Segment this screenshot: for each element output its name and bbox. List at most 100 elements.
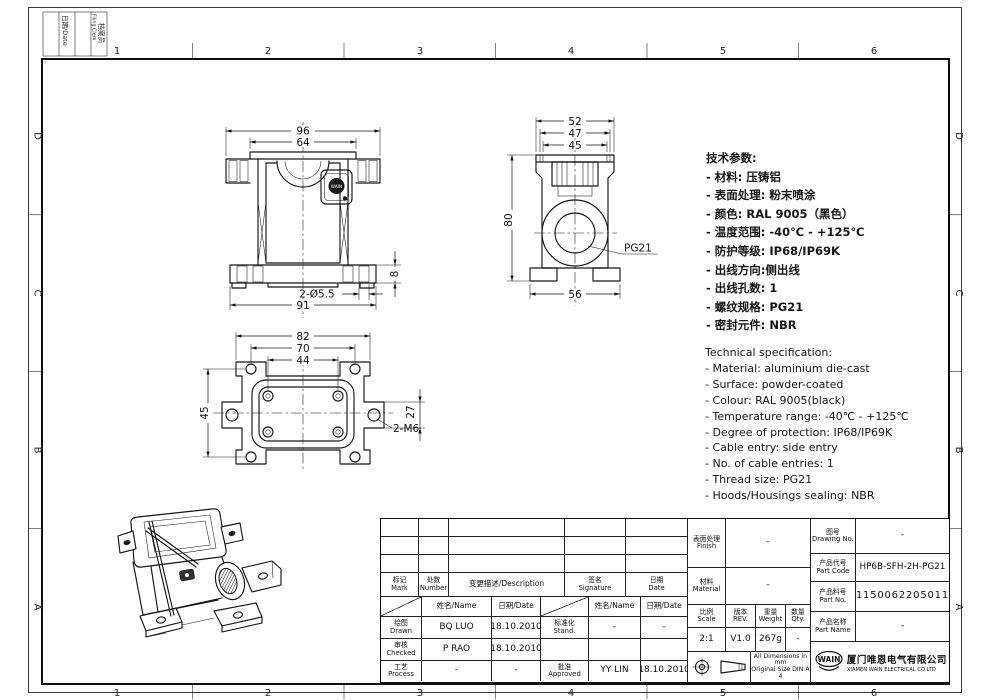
sheet-outer-border — [28, 7, 962, 693]
dim-82: 82 — [296, 331, 309, 343]
dim-45-bottom: 45 — [199, 406, 211, 419]
description-header: 变更描述/Description — [449, 573, 565, 597]
part-name-label: 产品名称 Part Name — [810, 612, 856, 642]
diagonal-cell — [381, 597, 422, 617]
dim-47: 47 — [568, 128, 581, 140]
dim-96: 96 — [296, 126, 310, 138]
company-name-en: XIAMEN WAIN ELECTRICAL CO.LTD — [846, 666, 936, 673]
qty-label: 数量 Qty. — [786, 605, 810, 628]
drawn-date: 18.10.2010 — [492, 617, 541, 639]
thread-label-pg21: PG21 — [624, 243, 652, 255]
dim-70: 70 — [296, 343, 309, 355]
dim-80: 80 — [503, 213, 515, 226]
tech-spec-en-title: Technical specification: — [705, 346, 833, 359]
corner-clerk-en: Filing Clerk — [91, 14, 97, 41]
dimensions-note: All Dimensions in mm Original Size DIN A… — [751, 652, 810, 680]
name-subheader-2: 姓名/Name — [589, 597, 641, 617]
svg-text:2: 2 — [265, 46, 271, 57]
empty-cell — [589, 639, 641, 661]
empty-cell — [541, 639, 589, 661]
date-subheader-2: 日期/Date — [641, 597, 687, 617]
rev-value: V1.0 — [726, 628, 756, 652]
part-no-label: 产品料号 Part No. — [810, 582, 856, 612]
svg-text:1: 1 — [114, 688, 120, 699]
corner-filing-table: 日期/Date 档案员 Filing Clerk — [42, 11, 108, 57]
process-label: 工艺 Process — [381, 661, 422, 681]
dim-8: 8 — [389, 271, 401, 278]
svg-text:B: B — [953, 447, 964, 454]
revision-and-people-table: 标记 Mark 处数 Number 变更描述/Description 签名 Si… — [381, 519, 688, 682]
svg-text:D: D — [32, 132, 43, 140]
svg-text:A: A — [953, 604, 964, 611]
svg-text:C: C — [953, 290, 964, 297]
diagonal-cell — [541, 597, 589, 617]
title-block: 标记 Mark 处数 Number 变更描述/Description 签名 Si… — [380, 518, 950, 683]
projection-symbols — [692, 657, 746, 677]
part-no-value: 1150062205011 — [855, 582, 949, 612]
material-value: - — [726, 568, 810, 605]
checked-label: 审核 Checked — [381, 639, 422, 661]
mark-header: 标记 Mark — [381, 573, 419, 597]
process-name: - — [422, 661, 492, 681]
dim-holes: 2-Ø5.5 — [299, 289, 334, 301]
side-view: 52 47 45 PG21 80 56 — [503, 115, 658, 306]
corner-date-label: 日期/Date — [61, 15, 69, 46]
approved-name: YY LIN — [589, 661, 641, 681]
dim-45-side: 45 — [568, 140, 581, 152]
standardization-label: 标准化 Stand. — [541, 617, 589, 639]
finish-label: 表面处理 Finish — [688, 519, 726, 568]
revision-table: 标记 Mark 处数 Number 变更描述/Description 签名 Si… — [381, 519, 687, 597]
drawing-frame — [41, 58, 950, 685]
isometric-view — [117, 508, 282, 638]
checked-name: P RAO — [422, 639, 492, 661]
svg-text:A: A — [32, 604, 43, 611]
date-header: 日期 Date — [626, 573, 687, 597]
tech-params-cn-title: 技术参数: — [706, 151, 757, 165]
wain-logo: WAIN — [815, 650, 843, 671]
part-code-value: HP6B-SFH-2H-PG21 — [855, 554, 949, 582]
svg-text:2: 2 — [265, 688, 271, 699]
checked-date: 18.10.2010 — [492, 639, 541, 661]
dim-64: 64 — [296, 137, 310, 149]
part-name-value: - — [855, 612, 949, 642]
scale-value: 2:1 — [688, 628, 726, 652]
company-name-cn: 厦门唯恩电气有限公司 — [846, 654, 947, 666]
svg-text:D: D — [953, 132, 964, 140]
thread-label-m6: 2-M6 — [393, 423, 420, 435]
svg-text:C: C — [32, 290, 43, 297]
weight-label: 重量 Weight — [756, 605, 786, 628]
svg-text:6: 6 — [871, 46, 877, 57]
svg-text:5: 5 — [720, 688, 726, 699]
approved-date: 18.10.2010 — [641, 665, 687, 676]
dim-91: 91 — [296, 300, 309, 312]
front-view: 96 64 WAIN — [225, 122, 401, 318]
svg-text:WAIN: WAIN — [817, 655, 840, 664]
drawing-no-label: 图号 Drawing No. — [810, 519, 856, 554]
people-table: 姓名/Name 日期/Date 姓名/Name 日期/Date 绘图 Drawn… — [381, 597, 687, 682]
dim-44: 44 — [296, 355, 310, 367]
tech-params-cn: 技术参数: - 材料: 压铸铝 - 表面处理: 粉末喷涂 - 颜色: RAL 9… — [706, 149, 958, 335]
svg-text:WAIN: WAIN — [331, 184, 342, 189]
drawn-name: BQ LUO — [422, 617, 492, 639]
qty-value: - — [786, 628, 810, 652]
weight-value: 267g — [756, 628, 786, 652]
svg-text:1: 1 — [114, 46, 120, 57]
company-block: WAIN 厦门唯恩电气有限公司 XIAMEN WAIN ELECTRICAL C… — [811, 642, 949, 682]
standardization-name: - — [589, 617, 641, 639]
name-subheader: 姓名/Name — [422, 597, 492, 617]
dim-56: 56 — [568, 289, 582, 301]
empty-cell — [641, 639, 687, 661]
date-subheader: 日期/Date — [492, 597, 541, 617]
svg-text:B: B — [32, 447, 43, 454]
projection-symbols-cell — [688, 652, 751, 682]
part-info-table: 图号 Drawing No. - 产品代号 Part Code HP6B-SFH… — [810, 519, 949, 682]
bottom-view: 82 70 44 45 27 2-M6 — [199, 330, 425, 472]
scale-label: 比例 Scale — [688, 605, 726, 628]
wain-badge: WAIN — [320, 169, 353, 205]
svg-text:4: 4 — [568, 46, 574, 57]
zone-labels: 1 2 3 4 5 6 1 2 3 4 5 6 D C B A D C B A — [28, 43, 964, 699]
svg-text:3: 3 — [417, 46, 423, 57]
finish-material-scale-table: 表面处理 Finish - 材料 Material - 比例 Scale 版本 … — [688, 519, 811, 682]
